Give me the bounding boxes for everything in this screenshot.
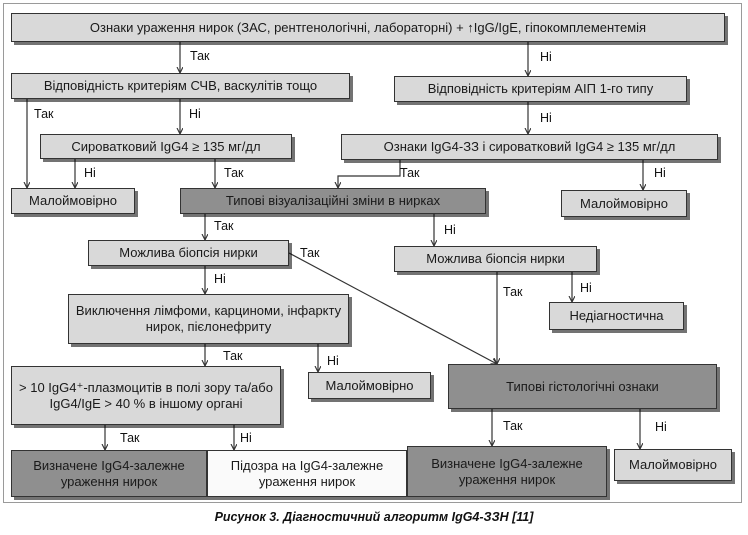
node-aip-type1-criteria: Відповідність критеріям АІП 1-го типу: [394, 76, 687, 102]
node-igg4-rd-signs-serum: Ознаки IgG4-ЗЗ і сироватковий IgG4 ≥ 135…: [341, 134, 718, 160]
node-sle-vasculitis-criteria: Відповідність критеріям СЧВ, васкулітів …: [11, 73, 350, 99]
edge-label-n13-n17: Ні: [240, 431, 252, 445]
node-definite-igg4-2: Визначене IgG4-залежне ураження нирок: [407, 446, 607, 497]
node-typical-imaging: Типові візуалізаційні зміни в нирках: [180, 188, 486, 214]
node-kidney-signs: Ознаки ураження нирок (ЗАС, рентгенологі…: [11, 13, 725, 42]
edge-label-n5-n8: Ні: [654, 166, 666, 180]
edge-label-n2-n4: Ні: [189, 107, 201, 121]
node-nondiagnostic: Недіагностична: [549, 302, 684, 330]
edge-label-n5-n7: Так: [400, 166, 420, 180]
node-possible-biopsy-2: Можлива біопсія нирки: [394, 246, 597, 272]
edge-label-n2-n6: Так: [34, 107, 54, 121]
node-unlikely-2: Малоймовірно: [561, 190, 687, 217]
node-unlikely-1: Малоймовірно: [11, 188, 135, 214]
edge-label-n15-n19: Ні: [655, 420, 667, 434]
edge-label-n10-n15: Так: [503, 285, 523, 299]
edge-label-n4-n7: Так: [224, 166, 244, 180]
edge-label-n10-n12: Ні: [580, 281, 592, 295]
edge-label-n13-n16: Так: [120, 431, 140, 445]
edge-label-n9-n11: Ні: [214, 272, 226, 286]
edge-label-n1-n2: Так: [190, 49, 210, 63]
node-typical-histology: Типові гістологічні ознаки: [448, 364, 717, 409]
node-unlikely-3: Малоймовірно: [308, 372, 431, 399]
edge-label-n9-n15: Так: [300, 246, 320, 260]
edge-label-n4-n6: Ні: [84, 166, 96, 180]
node-possible-biopsy-1: Можлива біопсія нирки: [88, 240, 289, 266]
node-plasma-cells: > 10 IgG4⁺-плазмоцитів в полі зору та/аб…: [11, 366, 281, 425]
node-exclusion: Виключення лімфоми, карциноми, інфаркту …: [68, 294, 349, 344]
edge-n5-n7: [338, 160, 401, 188]
edge-label-n7-n9: Так: [214, 219, 234, 233]
edge-label-n15-n18: Так: [503, 419, 523, 433]
edge-n9-n15: [288, 252, 497, 364]
node-serum-igg4: Сироватковий IgG4 ≥ 135 мг/дл: [40, 134, 292, 159]
node-unlikely-4: Малоймовірно: [614, 449, 732, 481]
edge-label-n11-n13: Так: [223, 349, 243, 363]
edge-label-n1-n3: Ні: [540, 50, 552, 64]
figure-caption: Рисунок 3. Діагностичний алгоритм IgG4-З…: [214, 510, 534, 524]
edge-label-n3-n5: Ні: [540, 111, 552, 125]
node-definite-igg4-1: Визначене IgG4-залежне ураження нирок: [11, 450, 207, 497]
edge-label-n11-n14: Ні: [327, 354, 339, 368]
node-suspected-igg4: Підозра на IgG4-залежне ураження нирок: [207, 450, 407, 497]
edge-label-n7-n10: Ні: [444, 223, 456, 237]
